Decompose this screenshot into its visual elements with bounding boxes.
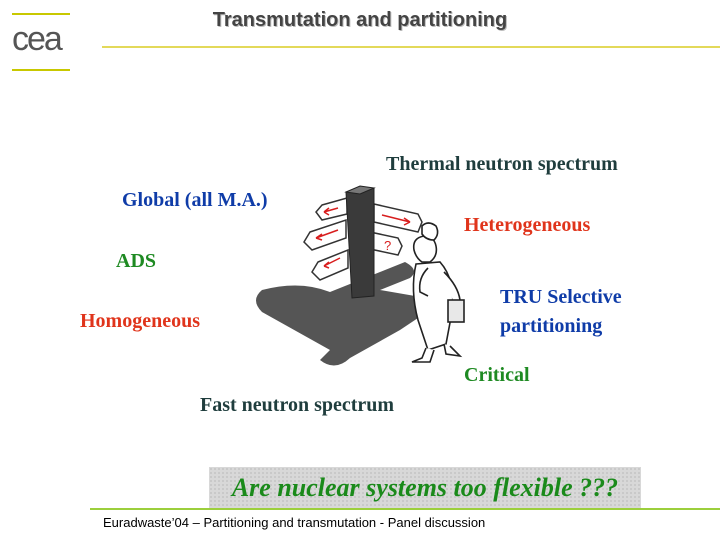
label-heterogeneous: Heterogeneous xyxy=(464,214,591,236)
label-tru-line2: partitioning xyxy=(500,315,603,337)
page-title: Transmutation and partitioning xyxy=(212,9,508,31)
logo-bottom-line xyxy=(12,69,70,71)
label-tru-line1: TRU Selective xyxy=(500,286,622,308)
tagline-text: Are nuclear systems too flexible ??? xyxy=(231,473,619,502)
footer-text: Euradwaste’04 – Partitioning and transmu… xyxy=(103,515,486,530)
tagline-box: Are nuclear systems too flexible ??? xyxy=(209,467,641,509)
sign-arrow-marks xyxy=(315,207,411,269)
label-homogeneous: Homogeneous xyxy=(80,310,200,332)
label-thermal-neutron-spectrum: Thermal neutron spectrum xyxy=(386,153,618,175)
thinking-man-figure xyxy=(411,222,465,363)
sign-question-mark: ? xyxy=(384,238,391,253)
footer-rule xyxy=(90,508,720,510)
label-critical: Critical xyxy=(464,364,530,386)
logo-top-line xyxy=(12,13,70,15)
signpost-shadow xyxy=(256,262,424,366)
title-rule xyxy=(102,46,720,48)
label-ads: ADS xyxy=(116,250,157,272)
cea-logo: cea xyxy=(12,20,63,58)
label-fast-neutron-spectrum: Fast neutron spectrum xyxy=(200,394,395,416)
label-global: Global (all M.A.) xyxy=(122,189,268,211)
signpost-pole xyxy=(344,185,376,299)
